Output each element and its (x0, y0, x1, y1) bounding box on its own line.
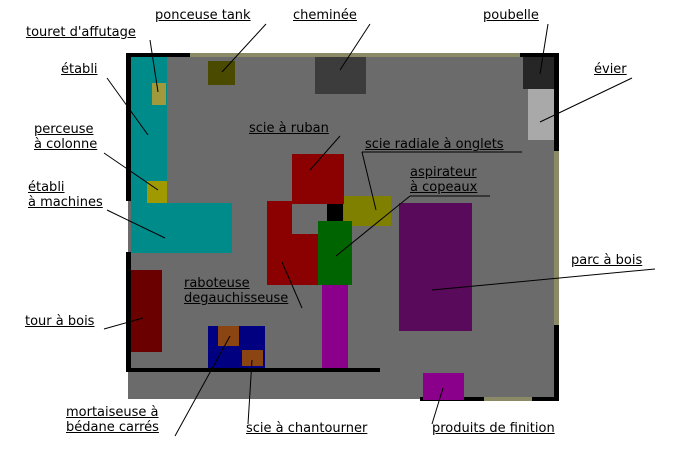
mortaiseuse-block (218, 326, 239, 346)
scie-chantourner-block (242, 350, 263, 366)
leader-evier (539, 77, 633, 123)
leader-raboteuse (281, 261, 303, 309)
label-text: raboteuse (184, 276, 250, 291)
leader-perceuse (103, 152, 159, 191)
perceuse-block (147, 181, 167, 203)
label-text: parc à bois (571, 253, 643, 268)
leader-etabli-machines (106, 209, 166, 239)
scie-ruban-block (292, 154, 344, 204)
label-text: établi (28, 180, 65, 195)
window-top (190, 53, 520, 57)
label-text: degauchisseuse (184, 291, 289, 306)
wall-bottom-partition (126, 368, 380, 372)
wall-right-upper (554, 53, 559, 151)
label-text: poubelle (483, 8, 539, 23)
label-scie-chantourner: scie à chantourner (246, 421, 367, 436)
produits-finition-block (423, 373, 464, 400)
label-ponceuse-tank: ponceuse tank (155, 8, 251, 23)
wall-right-lower (554, 325, 559, 400)
label-produits-finition: produits de finition (432, 421, 555, 436)
label-text: à copeaux (410, 180, 478, 195)
poubelle-block (523, 57, 554, 89)
leader-scie-ruban (309, 135, 341, 171)
label-cheminee: cheminée (293, 8, 357, 23)
parc-bois-block (399, 203, 472, 331)
raboteuse-block-b (292, 234, 318, 285)
window-bottom (484, 397, 532, 401)
purple-strip (322, 285, 348, 368)
wall-left-upper (126, 53, 131, 201)
leader-ponceuse (221, 23, 267, 73)
label-text: bédane carrés (66, 420, 159, 435)
wall-top-right (520, 53, 558, 57)
window-right (554, 151, 559, 325)
label-parc-bois: parc à bois (571, 253, 642, 268)
wall-bottom-right-b (532, 397, 559, 401)
label-text: mortaiseuse à (66, 405, 159, 420)
label-text: tour à bois (25, 314, 95, 329)
label-text: établi (61, 62, 98, 77)
leader-tour-bois (103, 317, 144, 330)
leader-poubelle (539, 23, 549, 75)
leader-scie-radiale-drop (361, 151, 377, 211)
touret-block (152, 83, 166, 105)
label-tour-bois: tour à bois (25, 314, 94, 329)
label-evier: évier (594, 62, 627, 77)
leader-mortaiseuse (174, 335, 231, 437)
etabli-block (131, 57, 167, 203)
label-text: scie à ruban (249, 121, 329, 136)
cheminee-block (315, 57, 366, 94)
leader-touret (149, 39, 159, 93)
wall-top-left (128, 53, 190, 57)
raboteuse-block-a (267, 201, 292, 285)
leader-cheminee (339, 23, 371, 71)
label-text: à machines (28, 195, 103, 210)
leader-etabli (106, 77, 149, 136)
black-column (327, 204, 343, 221)
label-text: évier (594, 62, 627, 77)
label-text: aspirateur (410, 165, 477, 180)
etabli-machines-block (131, 203, 232, 253)
label-text: cheminée (293, 8, 357, 23)
leader-scie-chantourner (247, 359, 253, 425)
leader-produits (431, 387, 444, 425)
label-text: ponceuse tank (155, 8, 251, 23)
label-text: produits de finition (432, 421, 555, 436)
label-text: perceuse (34, 122, 94, 137)
evier-block (528, 89, 554, 140)
label-text: scie radiale à onglets (365, 137, 504, 152)
label-etabli: établi (61, 62, 98, 77)
leader-parc-bois (431, 268, 656, 291)
aspirateur-block (318, 221, 352, 285)
label-text: touret d'affutage (26, 25, 136, 40)
label-touret: touret d'affutage (26, 25, 136, 40)
wall-left-lower (126, 252, 131, 372)
leader-aspirateur-drop (335, 195, 411, 257)
label-text: scie à chantourner (246, 421, 368, 436)
label-scie-radiale: scie radiale à onglets (365, 137, 504, 152)
ponceuse-block (208, 61, 235, 85)
label-text: à colonne (34, 137, 98, 152)
label-scie-ruban: scie à ruban (249, 121, 329, 136)
label-poubelle: poubelle (483, 8, 539, 23)
tour-bois-block (131, 270, 162, 352)
